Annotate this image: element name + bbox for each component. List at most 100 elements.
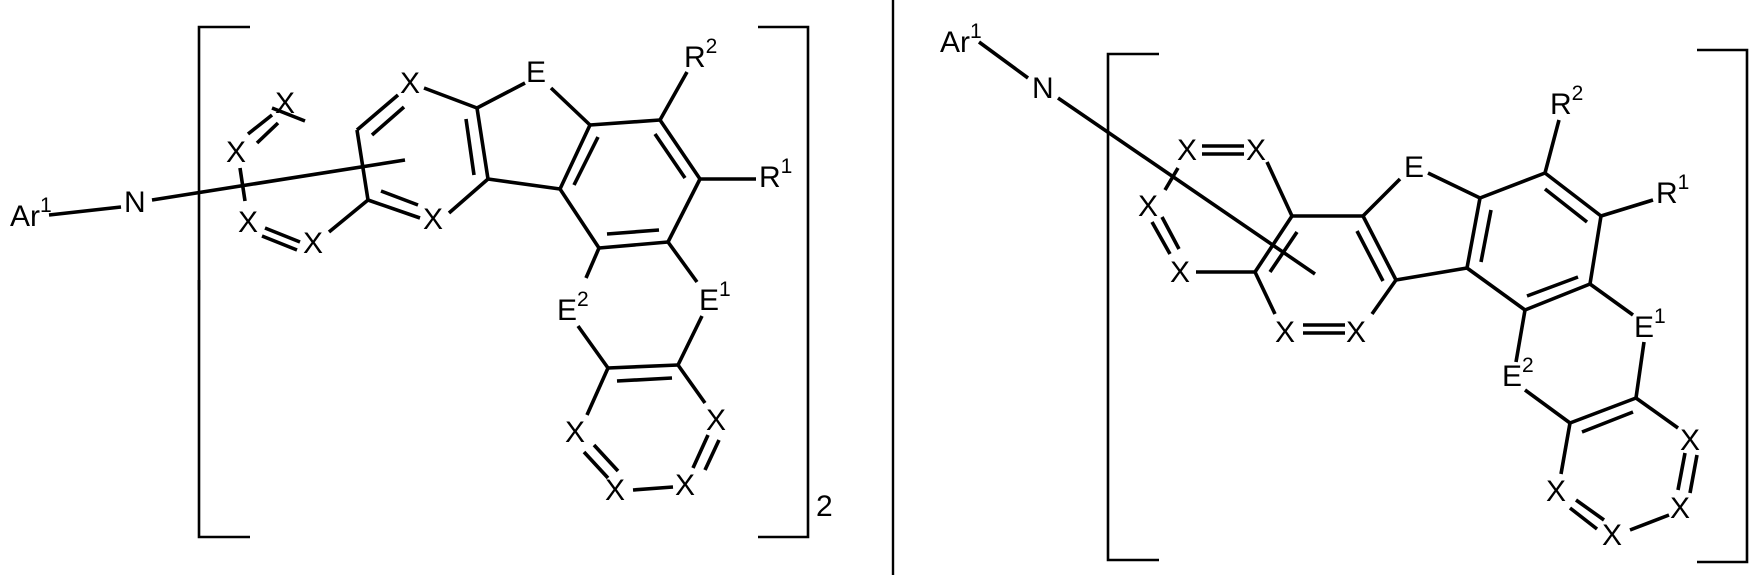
bond [423,86,478,110]
bond [585,367,610,416]
x-atom: X [275,87,295,120]
bond [1253,215,1294,273]
right-bracket [1697,48,1749,564]
bond [271,106,306,123]
bond [475,107,490,180]
e-atom: E [1404,151,1424,184]
bond [592,443,620,473]
e2-label: E2 [1502,354,1534,393]
x-atom: X [706,404,726,437]
x-atom: X [1246,134,1266,167]
bond [1524,282,1591,312]
bond [676,363,707,405]
bond [558,188,601,249]
bond [1629,513,1670,532]
bond [632,485,674,492]
bond [616,376,673,383]
bond [658,71,689,121]
bond [1588,215,1603,285]
bond [264,226,301,244]
bond [1253,271,1277,315]
x-atom: X [1275,316,1295,349]
r1-label: R1 [759,155,792,194]
bond [676,315,704,366]
bond [1265,161,1294,217]
bond [576,324,610,370]
bond [666,240,699,284]
bond [1600,198,1654,218]
bond [447,177,490,215]
x-atom: X [605,474,625,507]
left-bracket-bottom [197,280,250,539]
bond [1523,388,1572,425]
bond [370,105,406,137]
left-bracket [197,25,250,290]
bond [1588,282,1635,317]
bond [653,132,687,180]
bond [261,234,298,252]
e1-label: E1 [1634,305,1666,344]
structure-1: Ar1 N X X X X X X E R2 R1 E1 E2 X X X X … [10,25,833,539]
bond [327,198,370,234]
x-atom: X [1177,134,1197,167]
bond [1514,309,1527,363]
bond [380,189,419,207]
e1-label: E1 [699,278,731,317]
e-atom: E [526,56,546,89]
bond [1427,171,1481,200]
ar1-label: Ar1 [10,194,52,233]
bond [1479,209,1493,263]
bond [1160,216,1181,250]
bond [1395,266,1468,282]
x-atom: X [303,227,323,260]
n-atom: N [1032,72,1054,105]
x-atom: X [675,469,695,502]
bond [1150,221,1172,255]
bond [1163,167,1180,191]
left-bracket [1106,52,1159,562]
bond [464,118,476,176]
bond [476,81,526,110]
bond [703,439,721,471]
bond [606,228,660,236]
bond [1465,197,1482,269]
bond [1355,230,1385,282]
structure-2: Ar1 N X X X X X X E R2 R1 E1 E2 X X X X [940,20,1749,564]
bond [238,167,247,202]
bond [1634,341,1646,399]
bond [487,177,561,191]
bond [582,450,610,480]
bond [691,434,710,469]
x-atom: X [423,203,443,236]
x-atom: X [1138,190,1158,223]
x-atom: X [226,136,246,169]
bond [1543,119,1561,174]
r2-label: R2 [684,35,717,74]
x-atom: X [1346,316,1366,349]
x-atom: X [400,67,420,100]
right-bracket [758,25,810,539]
x-atom: X [1680,424,1700,457]
bond [1688,454,1699,494]
bond [1268,230,1299,274]
r1-label: R1 [1656,171,1689,210]
bond [1574,498,1606,522]
n-atom: N [124,186,146,219]
bond [607,363,679,370]
bond [1634,396,1680,430]
bond [255,121,280,145]
bond [1569,396,1637,425]
bond [1361,215,1398,281]
bond [1370,278,1398,316]
bond [1361,177,1402,218]
bond [666,178,702,243]
repeat-count: 2 [816,490,833,523]
bond [1559,422,1572,475]
x-atom: X [1670,492,1690,525]
bond [584,247,601,279]
bond [1581,410,1634,434]
bond [246,113,274,136]
bond [1479,171,1546,200]
bond [589,118,661,127]
